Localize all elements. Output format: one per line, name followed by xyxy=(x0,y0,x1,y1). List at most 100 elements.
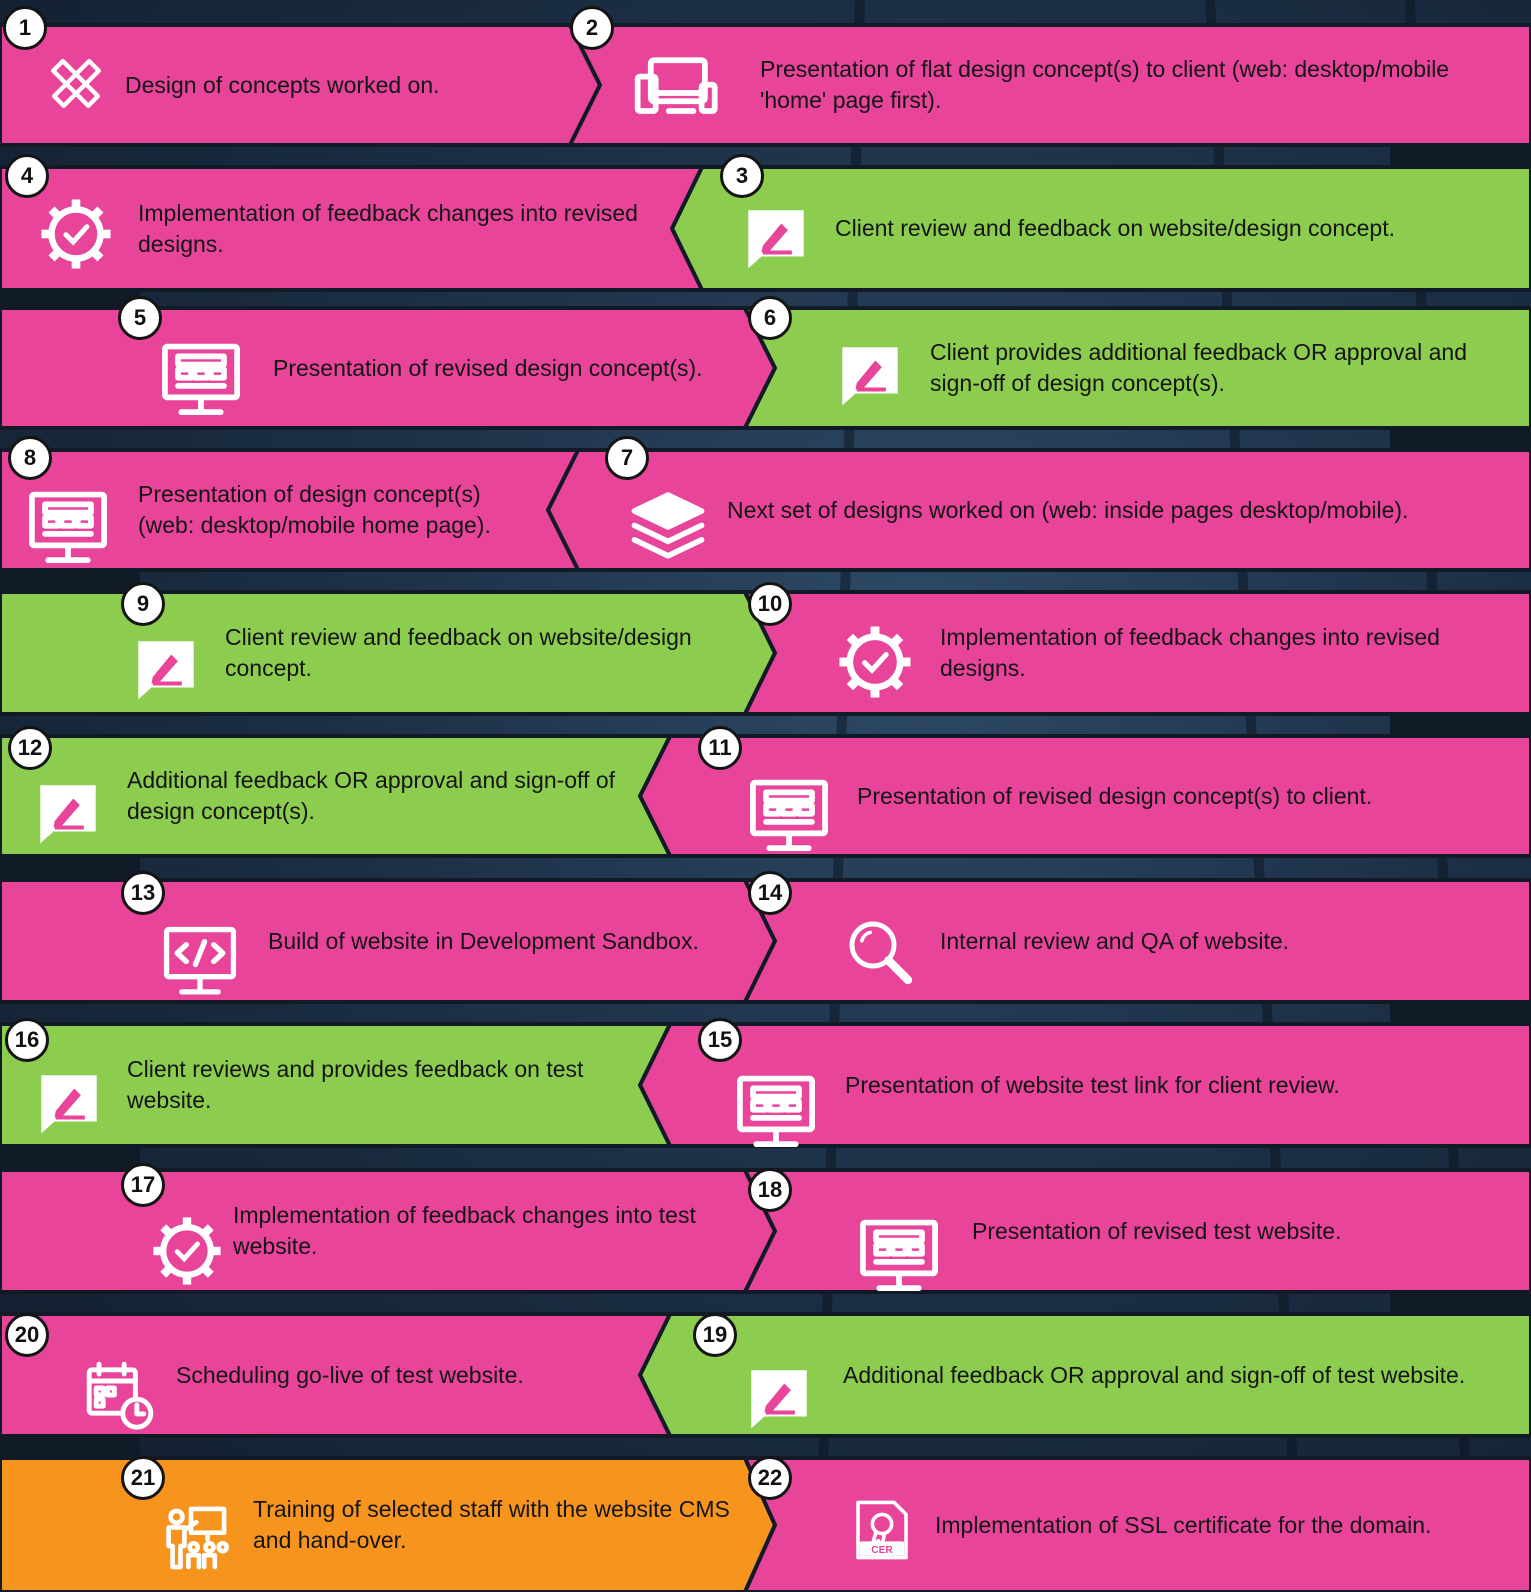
step-number-badge: 2 xyxy=(570,6,614,50)
monitor-layout-icon xyxy=(737,1075,815,1148)
step-banners xyxy=(0,23,1531,1592)
monitor-layout-icon xyxy=(29,491,107,564)
feedback-edit-icon xyxy=(40,785,96,844)
step-number-badge: 22 xyxy=(748,1456,792,1500)
step-number-badge: 19 xyxy=(693,1313,737,1357)
step-number-badge: 5 xyxy=(118,296,162,340)
step-number-badge: 14 xyxy=(748,871,792,915)
training-presentation-icon xyxy=(166,1506,229,1570)
step-number-badge: 1 xyxy=(3,6,47,50)
step-label: Training of selected staff with the webs… xyxy=(253,1496,730,1553)
svg-text:CER: CER xyxy=(871,1545,893,1556)
step-label: Scheduling go-live of test website. xyxy=(176,1361,524,1388)
step-label: Presentation of revised test website. xyxy=(972,1217,1342,1244)
step-banner-16 xyxy=(0,1022,674,1148)
step-number-badge: 4 xyxy=(5,154,49,198)
step-number-badge: 3 xyxy=(720,154,764,198)
gear-check-icon xyxy=(41,199,111,269)
step-banner-2 xyxy=(566,23,1531,147)
step-text-4: Implementation of feedback changes into … xyxy=(138,167,640,290)
step-label: Client review and feedback on website/de… xyxy=(835,215,1396,241)
pencil-ruler-icon xyxy=(51,58,101,108)
step-label: Design of concepts worked on. xyxy=(125,71,440,98)
calendar-clock-icon xyxy=(86,1361,154,1430)
feedback-edit-icon xyxy=(748,210,804,269)
step-text-17: Implementation of feedback changes into … xyxy=(233,1170,740,1292)
step-label: Implementation of feedback changes into … xyxy=(138,199,638,257)
step-number-badge: 9 xyxy=(121,582,165,626)
step-banner-20 xyxy=(0,1312,674,1438)
step-banner-4 xyxy=(0,165,706,292)
layers-icon xyxy=(631,492,705,559)
gear-check-icon xyxy=(839,626,911,698)
step-text-8: Presentation of design concept(s) (web: … xyxy=(138,450,540,570)
monitor-layout-icon xyxy=(860,1219,938,1292)
step-text-11: Presentation of revised design concept(s… xyxy=(857,736,1480,856)
step-number-badge: 18 xyxy=(748,1168,792,1212)
step-text-19: Additional feedback OR approval and sign… xyxy=(843,1314,1480,1436)
step-icons: CER xyxy=(29,57,938,1570)
feedback-edit-icon xyxy=(751,1370,807,1429)
step-banner-22 xyxy=(741,1456,1531,1592)
step-number-badge: 7 xyxy=(605,436,649,480)
monitor-layout-icon xyxy=(162,343,240,416)
step-banner-10 xyxy=(741,590,1531,716)
step-text-22: Implementation of SSL certificate for th… xyxy=(935,1458,1480,1592)
step-number-badge: 16 xyxy=(5,1018,49,1062)
gear-check-icon xyxy=(153,1217,221,1285)
step-text-3: Client review and feedback on website/de… xyxy=(835,167,1440,290)
step-text-20: Scheduling go-live of test website. xyxy=(176,1314,640,1436)
step-banner-18 xyxy=(741,1168,1531,1294)
step-label: Implementation of feedback changes into … xyxy=(233,1202,696,1259)
step-label: Next set of designs worked on (web: insi… xyxy=(727,496,1409,523)
step-text-16: Client reviews and provides feedback on … xyxy=(127,1024,640,1146)
step-number-badge: 13 xyxy=(121,871,165,915)
monitor-layout-icon xyxy=(750,779,828,852)
step-text-6: Client provides additional feedback OR a… xyxy=(930,308,1505,428)
step-banner-6 xyxy=(741,306,1531,430)
certificate-icon: CER xyxy=(856,1500,908,1560)
magnifier-icon xyxy=(849,921,913,985)
step-label: Implementation of SSL certificate for th… xyxy=(935,1511,1432,1538)
step-label: Internal review and QA of website. xyxy=(940,927,1290,954)
step-text-7: Next set of designs worked on (web: insi… xyxy=(727,450,1480,570)
step-label: Presentation of revised design concept(s… xyxy=(857,782,1373,809)
step-label: Client reviews and provides feedback on … xyxy=(127,1056,584,1113)
step-text-2: Presentation of flat design concept(s) t… xyxy=(760,25,1505,145)
step-number-badge: 11 xyxy=(698,726,742,770)
step-number-badge: 17 xyxy=(121,1163,165,1207)
feedback-edit-icon xyxy=(138,641,194,700)
step-label: Client provides additional feedback OR a… xyxy=(930,339,1467,396)
step-text-12: Additional feedback OR approval and sign… xyxy=(127,736,640,856)
step-label: Additional feedback OR approval and sign… xyxy=(843,1361,1466,1388)
feedback-edit-icon xyxy=(41,1075,97,1134)
step-label: Presentation of flat design concept(s) t… xyxy=(760,56,1450,113)
feedback-edit-icon xyxy=(842,347,898,406)
step-label: Presentation of design concept(s) (web: … xyxy=(138,481,491,538)
step-label: Additional feedback OR approval and sign… xyxy=(127,767,615,824)
step-text-10: Implementation of feedback changes into … xyxy=(940,592,1505,714)
step-text-18: Presentation of revised test website. xyxy=(972,1170,1480,1292)
step-text-21: Training of selected staff with the webs… xyxy=(253,1458,740,1592)
step-text-13: Build of website in Development Sandbox. xyxy=(268,880,740,1002)
step-number-badge: 10 xyxy=(748,582,792,626)
step-number-badge: 21 xyxy=(121,1456,165,1500)
step-number-badge: 8 xyxy=(8,436,52,480)
devices-icon xyxy=(634,57,718,114)
step-banner-14 xyxy=(741,878,1531,1004)
step-label: Presentation of website test link for cl… xyxy=(845,1071,1340,1098)
step-label: Build of website in Development Sandbox. xyxy=(268,927,699,954)
code-monitor-icon xyxy=(163,926,237,995)
step-banner-8 xyxy=(0,448,582,572)
step-text-9: Client review and feedback on website/de… xyxy=(225,592,735,714)
step-text-15: Presentation of website test link for cl… xyxy=(845,1024,1480,1146)
step-label: Client review and feedback on website/de… xyxy=(225,624,692,681)
step-label: Presentation of revised design concept(s… xyxy=(273,354,703,381)
step-text-1: Design of concepts worked on. xyxy=(125,25,582,145)
step-number-badge: 6 xyxy=(748,296,792,340)
step-banner-12 xyxy=(0,734,674,858)
step-text-5: Presentation of revised design concept(s… xyxy=(273,308,740,428)
step-text-14: Internal review and QA of website. xyxy=(940,880,1480,1002)
step-number-badge: 20 xyxy=(5,1313,49,1357)
